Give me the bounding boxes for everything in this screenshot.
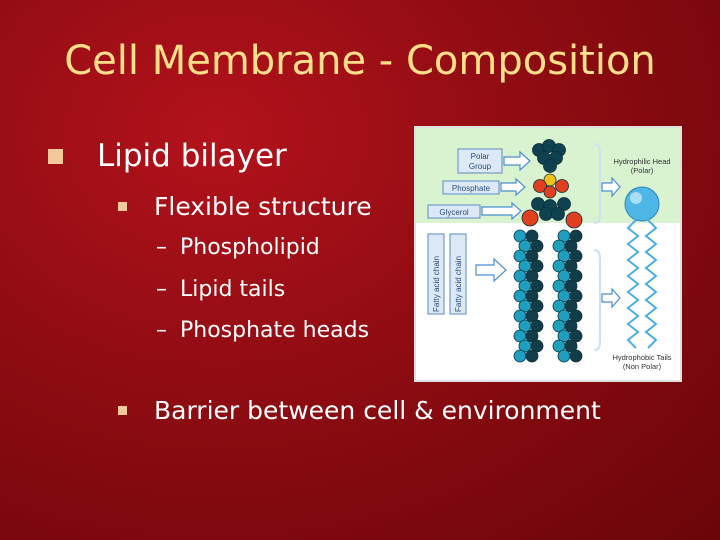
phosphate-box (442, 180, 500, 195)
hydrophilic-label-1: Hydrophilic Head (613, 157, 670, 166)
dash-icon: – (156, 318, 167, 343)
bullet-text: Phospholipid (180, 235, 320, 260)
arrow-phosphate-icon (500, 177, 526, 197)
atom (530, 319, 544, 333)
arrow-tails-icon (475, 257, 507, 283)
arrow-polar-icon (503, 150, 531, 172)
slide-title: Cell Membrane - Composition (64, 38, 656, 84)
bullet-barrier: Barrier between cell & environment (118, 396, 601, 425)
atom (525, 309, 539, 323)
bullet-square-icon (48, 148, 63, 164)
atom (564, 239, 578, 253)
atom (525, 289, 539, 303)
bullet-phosphate-heads: –Phosphate heads (156, 318, 369, 343)
atom (513, 349, 527, 363)
atom (525, 229, 539, 243)
arrow-glycerol-icon (481, 201, 522, 221)
atom (564, 319, 578, 333)
atom (569, 349, 583, 363)
arrow-head-right-icon (601, 176, 621, 198)
atom (525, 249, 539, 263)
fatty-acid-label-1: Fatty acid chain (432, 256, 441, 312)
bullet-square-icon (118, 406, 127, 415)
atom (530, 299, 544, 313)
bullet-flexible-structure: Flexible structure (118, 192, 372, 221)
atom (569, 229, 583, 243)
arrow-tail-right-icon (601, 287, 621, 309)
atom (564, 259, 578, 273)
dash-icon: – (156, 235, 167, 260)
atom (569, 289, 583, 303)
atom (530, 339, 544, 353)
polar-head-icon (624, 186, 660, 222)
atom (530, 279, 544, 293)
bullet-text: Lipid tails (180, 277, 286, 302)
atom (525, 329, 539, 343)
bullet-text: Phosphate heads (180, 318, 370, 343)
atom (543, 185, 557, 199)
phosphate-label: Phosphate (452, 184, 491, 193)
bullet-square-icon (118, 202, 127, 211)
fatty-acid-label-2: Fatty acid chain (454, 256, 463, 312)
atom (569, 249, 583, 263)
fatty-acid-box-1 (427, 233, 445, 315)
polar-group-label-2: Group (469, 162, 492, 171)
polar-group-box (457, 148, 503, 174)
fatty-acid-box-2 (449, 233, 467, 315)
atom (565, 211, 583, 229)
atom (557, 349, 571, 363)
tail-icon-left (626, 219, 640, 349)
atom (533, 179, 547, 193)
glycerol-label: Glycerol (439, 208, 469, 217)
hydrophilic-label-2: (Polar) (631, 166, 654, 175)
atom (525, 349, 539, 363)
atom (530, 259, 544, 273)
atom (564, 279, 578, 293)
glycerol-box (427, 204, 481, 219)
bullet-lipid-tails: –Lipid tails (156, 277, 285, 302)
arrows (475, 150, 621, 309)
bullet-phospholipid: –Phospholipid (156, 235, 320, 260)
polar-group-label-1: Polar (471, 152, 490, 161)
atom (569, 309, 583, 323)
tail-bracket (593, 249, 601, 351)
dash-icon: – (156, 277, 167, 302)
atom (557, 197, 571, 211)
atom (543, 159, 557, 173)
hydrophobic-label-2: (Non Polar) (623, 362, 662, 371)
bullet-text: Barrier between cell & environment (154, 396, 601, 425)
atom (551, 207, 565, 221)
bullet-text: Lipid bilayer (97, 138, 287, 174)
tail-icon-right (644, 219, 658, 349)
bullet-lipid-bilayer: Lipid bilayer (48, 138, 287, 174)
atom (564, 299, 578, 313)
atom (521, 209, 539, 227)
atom (525, 269, 539, 283)
atom (564, 339, 578, 353)
bullet-text: Flexible structure (154, 192, 372, 221)
atom (555, 179, 569, 193)
phospholipid-diagram: Polar Group Phosphate Glycerol Fatty aci… (414, 126, 682, 382)
hydrophobic-label-1: Hydrophobic Tails (612, 353, 671, 362)
atom (569, 329, 583, 343)
phospholipid-svg: Polar Group Phosphate Glycerol Fatty aci… (416, 128, 680, 371)
atom (530, 239, 544, 253)
atom (569, 269, 583, 283)
head-bracket (593, 143, 601, 224)
atom (539, 207, 553, 221)
molecule-model (513, 139, 583, 363)
